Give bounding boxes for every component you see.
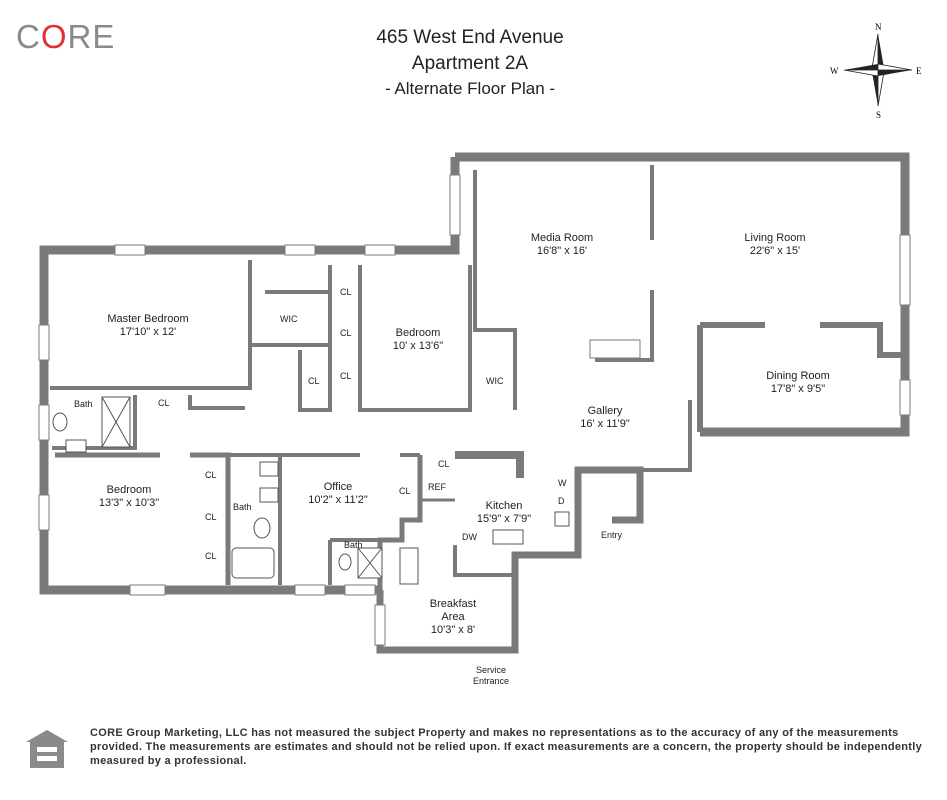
closet-label: CL bbox=[340, 328, 352, 338]
compass-s: S bbox=[876, 110, 881, 120]
compass-n: N bbox=[875, 22, 882, 32]
disclaimer-text: CORE Group Marketing, LLC has not measur… bbox=[90, 727, 923, 767]
compass-w: W bbox=[830, 66, 839, 76]
core-logo: CORE bbox=[16, 18, 116, 55]
unit-title: Apartment 2A bbox=[411, 53, 529, 74]
closet-label: CL bbox=[205, 470, 217, 480]
wic-label: WIC bbox=[280, 314, 298, 324]
compass-e: E bbox=[916, 66, 922, 76]
entry-label: Entry bbox=[601, 530, 623, 540]
bath-label: Bath bbox=[344, 540, 363, 550]
compass-rose-icon: N S E W bbox=[830, 22, 922, 120]
closet-label: CL bbox=[158, 398, 170, 408]
closet-label: CL bbox=[340, 287, 352, 297]
closet-label: CL bbox=[205, 512, 217, 522]
closet-label: CL bbox=[438, 459, 450, 469]
closet-label: CL bbox=[399, 486, 411, 496]
bath-label: Bath bbox=[74, 399, 93, 409]
dw-label: DW bbox=[462, 532, 477, 542]
address-title: 465 West End Avenue bbox=[376, 27, 564, 48]
equal-housing-icon bbox=[26, 730, 68, 768]
bath-label: Bath bbox=[233, 502, 252, 512]
closet-label: CL bbox=[308, 376, 320, 386]
plan-subtitle: - Alternate Floor Plan - bbox=[384, 79, 556, 98]
dryer-label: D bbox=[558, 496, 565, 506]
closet-label: CL bbox=[205, 551, 217, 561]
ref-label: REF bbox=[428, 482, 446, 492]
washer-label: W bbox=[558, 478, 567, 488]
closet-label: CL bbox=[340, 371, 352, 381]
wic-label: WIC bbox=[486, 376, 504, 386]
